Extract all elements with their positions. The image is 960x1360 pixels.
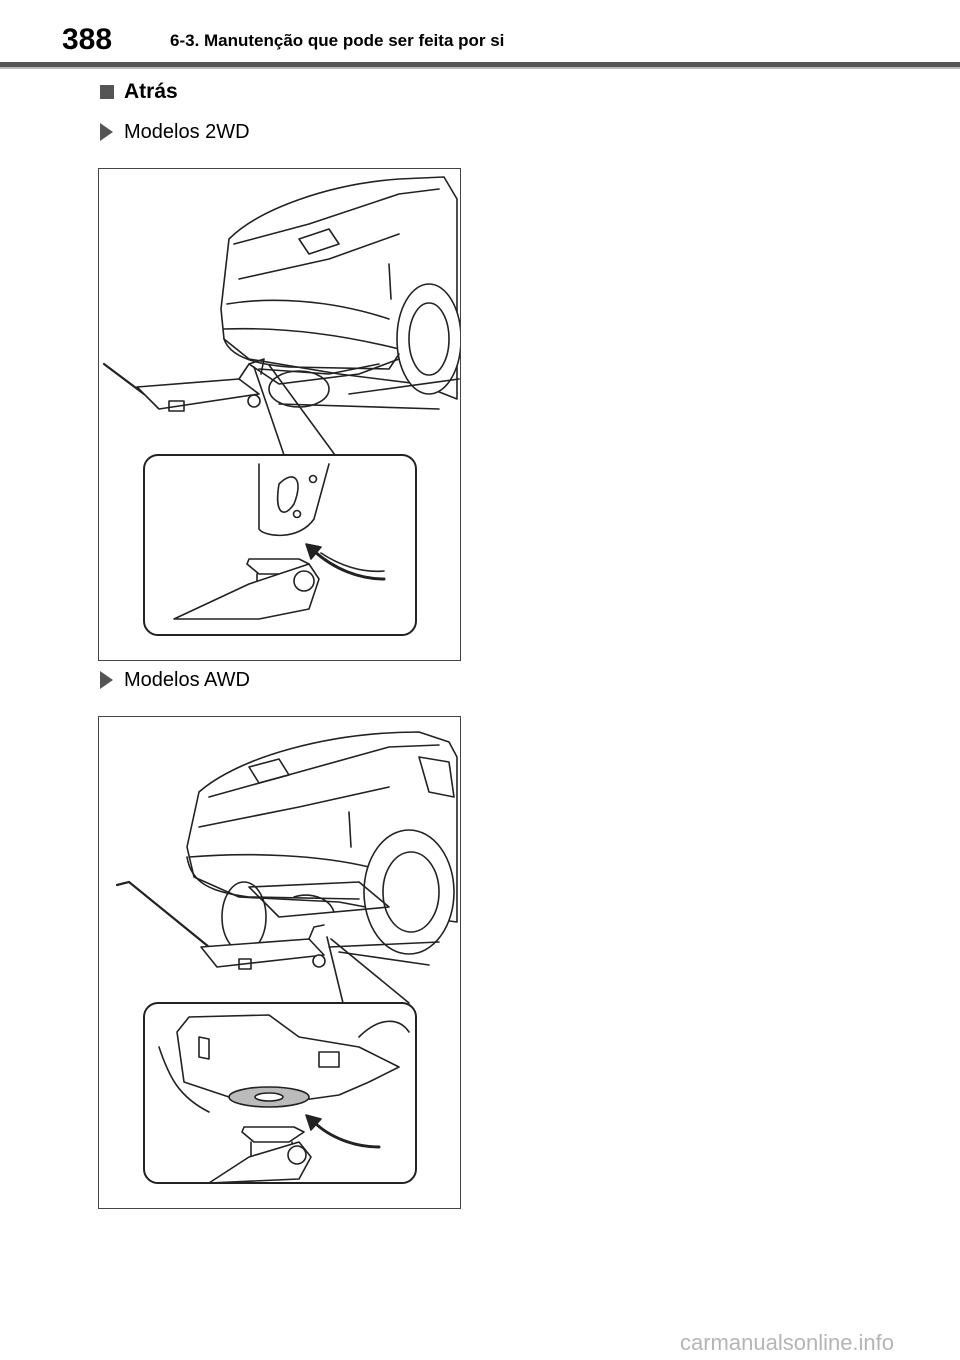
heading-label: Atrás (124, 80, 178, 103)
section-title: 6-3. Manutenção que pode ser feita por s… (170, 31, 505, 50)
page-header: 388 6-3. Manutenção que pode ser feita p… (0, 0, 960, 70)
subitem-awd: Modelos AWD (100, 668, 250, 692)
subitem-2wd: Modelos 2WD (100, 120, 250, 144)
figure-2wd (98, 168, 461, 661)
square-bullet-icon (100, 85, 114, 99)
page-number: 388 (62, 23, 113, 56)
triangle-bullet-icon (100, 671, 113, 689)
watermark-text: carmanualsonline.info (680, 1330, 895, 1355)
triangle-bullet-icon (100, 123, 113, 141)
subitem-label: Modelos AWD (124, 669, 250, 691)
header-rule (0, 62, 960, 67)
header-rule-shadow (0, 67, 960, 69)
jack-under-rear-awd-illustration (115, 731, 458, 1184)
figure-awd (98, 716, 461, 1209)
subitem-label: Modelos 2WD (124, 121, 250, 143)
section-heading: Atrás (100, 80, 178, 104)
jack-under-rear-2wd-illustration (102, 176, 460, 636)
